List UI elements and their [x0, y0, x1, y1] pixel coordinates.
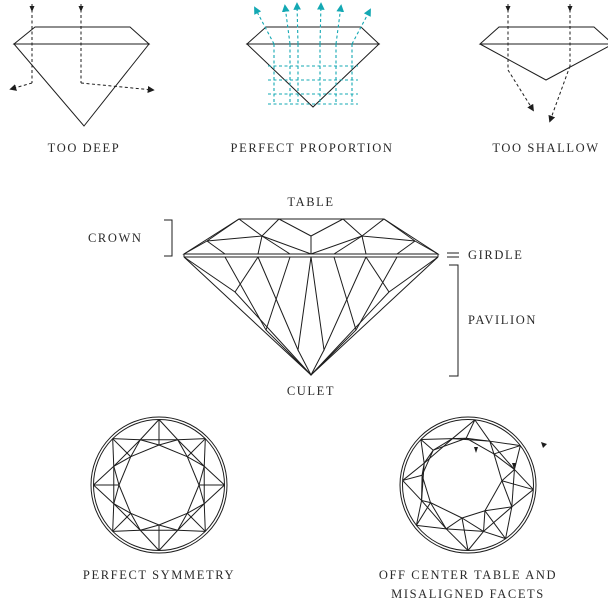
light-ray — [255, 8, 274, 44]
label-too-shallow: TOO SHALLOW — [492, 139, 599, 157]
label-culet: CULET — [287, 382, 335, 400]
label-too-deep: TOO DEEP — [48, 139, 121, 157]
label-crown: CROWN — [88, 229, 143, 247]
light-ray — [297, 4, 298, 44]
label-pavilion: PAVILION — [468, 311, 537, 329]
perfect-symmetry-topview — [91, 417, 227, 553]
crown-bracket — [164, 220, 172, 256]
too-shallow-diamond — [480, 4, 608, 121]
off-center-topview — [400, 417, 547, 553]
label-perfect-proportion: PERFECT PROPORTION — [231, 139, 394, 157]
misaligned-arrow-3 — [541, 442, 547, 448]
light-ray — [336, 6, 341, 44]
label-perfect-symmetry: PERFECT SYMMETRY — [83, 566, 235, 584]
label-off-center-line1: OFF CENTER TABLE AND — [379, 566, 557, 584]
misaligned-arrow-1 — [474, 447, 478, 453]
light-return-paths — [255, 4, 370, 104]
diamond-anatomy — [164, 219, 459, 376]
light-ray — [285, 6, 290, 44]
light-ray — [320, 4, 321, 44]
perfect-proportion-diamond — [247, 4, 379, 107]
label-girdle: GIRDLE — [468, 246, 523, 264]
too-deep-diamond — [11, 4, 153, 126]
label-off-center-line2: MISALIGNED FACETS — [391, 585, 545, 603]
label-table: TABLE — [287, 193, 334, 211]
pavilion-bracket — [449, 265, 458, 376]
